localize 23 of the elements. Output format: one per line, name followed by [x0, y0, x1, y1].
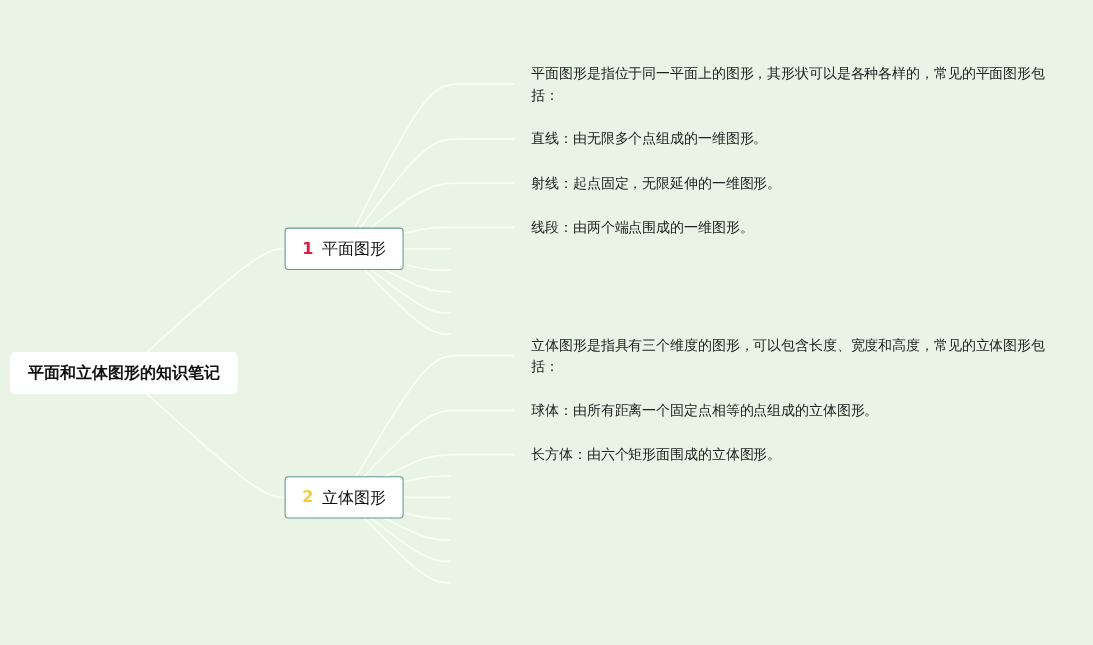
note-text: 射线：起点固定，无限延伸的一维图形。 [531, 174, 782, 191]
branch-line [358, 137, 515, 229]
branch-line [370, 517, 452, 563]
note-text: 线段：由两个端点围成的一维图形。 [531, 219, 754, 236]
branch-line [383, 453, 515, 478]
branch-line [355, 354, 515, 478]
branch-line [363, 517, 452, 584]
branch-line [145, 247, 286, 354]
branch-line [353, 83, 515, 229]
note-text: 长方体：由六个矩形面围成的立体图形。 [531, 446, 782, 463]
branch-line [363, 409, 515, 478]
topic-box: 1 平面图形 [284, 227, 404, 271]
branch-line [369, 182, 515, 229]
note-text: 球体：由所有距离一个固定点相等的点组成的立体图形。 [531, 402, 879, 419]
branch-line [145, 392, 286, 499]
topic-box: 2 立体图形 [284, 476, 404, 519]
root-topic-box: 平面和立体图形的知识笔记 [10, 352, 238, 395]
note-text: 平面图形是指位于同一平面上的图形，其形状可以是各种各样的，常见的平面图形包括： [531, 65, 1045, 103]
branch-line [363, 268, 452, 336]
note-text: 直线：由无限多个点组成的一维图形。 [531, 130, 768, 147]
note-text: 立体图形是指具有三个维度的图形，可以包含长度、宽度和高度，常见的立体图形包括： [531, 336, 1045, 374]
branch-line [370, 268, 452, 314]
branch-line [383, 268, 452, 293]
